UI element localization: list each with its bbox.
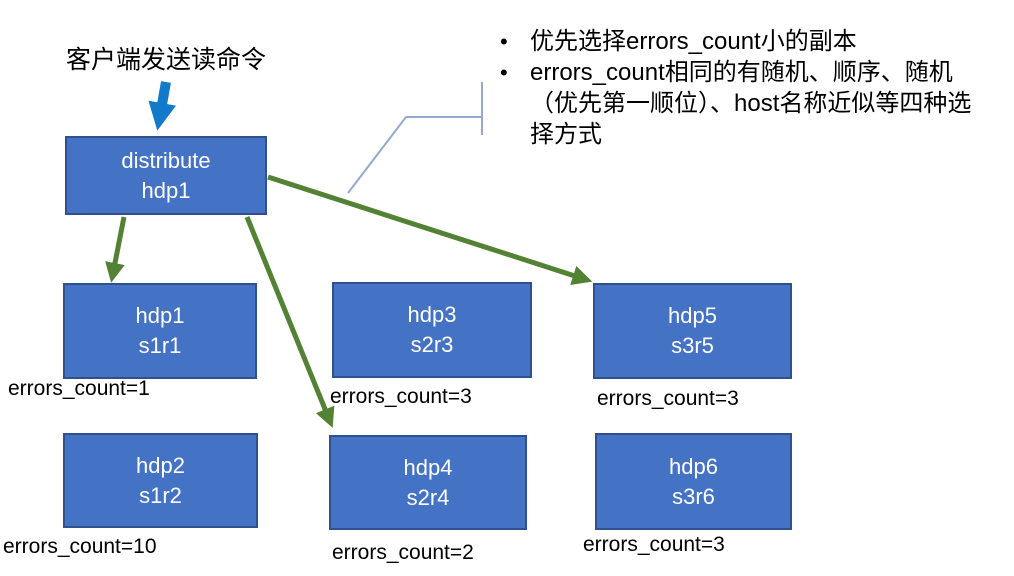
distribute-node: distribute hdp1: [65, 136, 267, 215]
errors-count-label-hdp3: errors_count=3: [330, 385, 472, 408]
errors-count-label-hdp4: errors_count=2: [332, 541, 474, 564]
node-hdp3-line2: s2r3: [410, 332, 454, 357]
node-hdp3: hdp3 s2r3: [332, 282, 532, 378]
node-hdp2-line1: hdp2: [136, 452, 185, 478]
node-hdp2: hdp2 s1r2: [63, 433, 258, 528]
node-hdp1-line2: s1r1: [138, 333, 182, 358]
node-hdp4-line1: hdp4: [403, 454, 453, 480]
errors-count-label-hdp1: errors_count=1: [8, 377, 150, 400]
node-hdp4: hdp4 s2r4: [329, 435, 527, 530]
errors-count-label-hdp6: errors_count=3: [583, 533, 725, 556]
node-hdp6-line1: hdp6: [669, 453, 718, 479]
client-to-distribute-arrow-icon: [148, 81, 177, 131]
node-hdp4-line2: s2r4: [406, 484, 450, 510]
arrow-distribute-to-hdp5-icon: [267, 174, 593, 285]
callout-connector-line: [347, 116, 482, 194]
note-item: 优先选择errors_count小的副本: [490, 26, 995, 57]
node-hdp3-line1: hdp3: [407, 302, 457, 327]
node-hdp5: hdp5 s3r5: [593, 283, 792, 379]
notes-list: 优先选择errors_count小的副本 errors_count相同的有随机、…: [490, 26, 995, 150]
errors-count-label-hdp5: errors_count=3: [597, 387, 739, 410]
node-hdp1: hdp1 s1r1: [63, 283, 257, 379]
arrow-distribute-to-hdp1-icon: [105, 216, 127, 283]
errors-count-label-hdp2: errors_count=10: [3, 535, 157, 558]
node-hdp2-line2: s1r2: [139, 482, 182, 508]
arrow-distribute-to-hdp4-icon: [244, 216, 335, 428]
distribute-node-line2: hdp1: [141, 177, 191, 203]
distribute-node-line1: distribute: [121, 147, 211, 173]
note-item: errors_count相同的有随机、顺序、随机（优先第一顺位）、host名称近…: [490, 57, 995, 150]
node-hdp6-line2: s3r6: [672, 483, 715, 509]
node-hdp1-line1: hdp1: [135, 303, 185, 328]
node-hdp5-line2: s3r5: [671, 333, 714, 358]
node-hdp6: hdp6 s3r6: [595, 433, 792, 530]
client-read-command-label: 客户端发送读命令: [66, 46, 267, 74]
node-hdp5-line1: hdp5: [668, 303, 717, 328]
